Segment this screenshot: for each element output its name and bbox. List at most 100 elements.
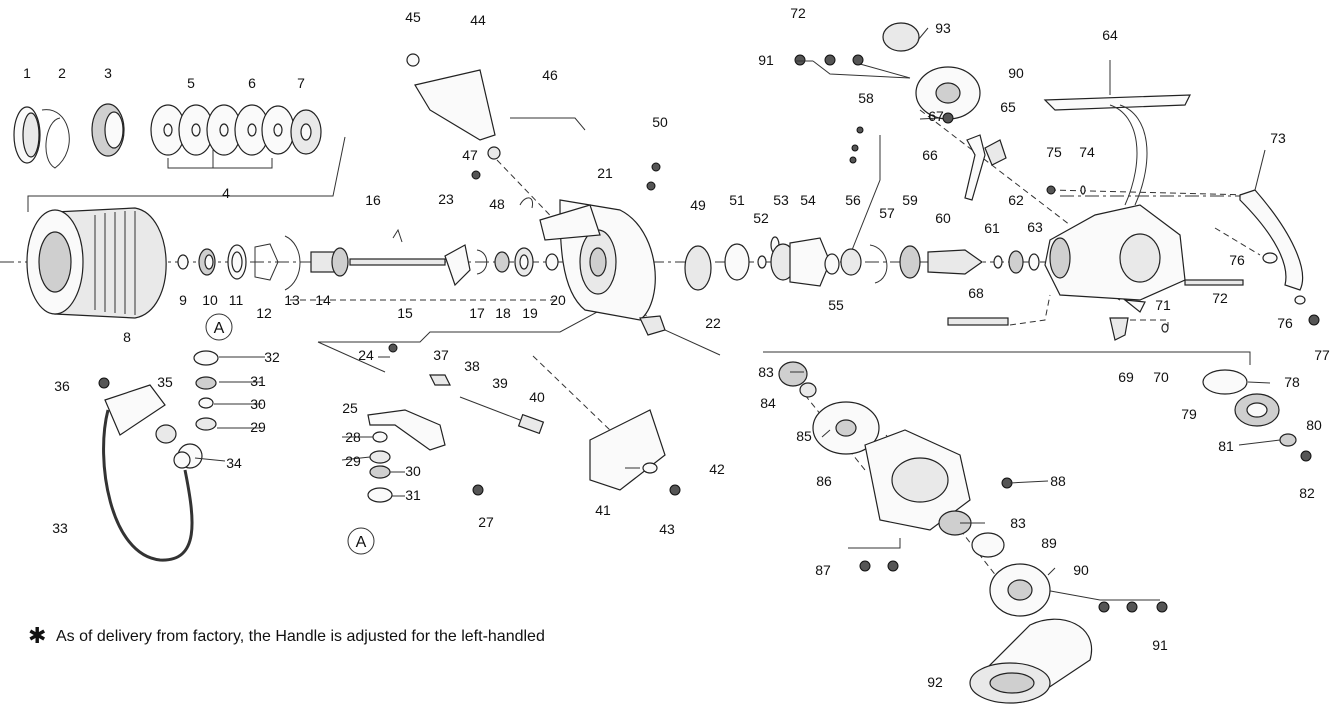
part-label-87: 87 (815, 562, 831, 578)
part-label-48: 48 (489, 196, 505, 212)
footnote-star-icon: ✱ (28, 624, 46, 649)
part-label-59: 59 (902, 192, 918, 208)
part-label-67: 67 (928, 108, 944, 124)
part-label-74: 74 (1079, 144, 1095, 160)
part-label-23: 23 (438, 191, 454, 207)
part-label-57: 57 (879, 205, 895, 221)
part-label-64: 64 (1102, 27, 1118, 43)
part-label-40: 40 (529, 389, 545, 405)
part-label-21: 21 (597, 165, 613, 181)
part-label-75: 75 (1046, 144, 1062, 160)
part-label-88: 88 (1050, 473, 1066, 489)
part-label-17: 17 (469, 305, 485, 321)
part-label-69: 69 (1118, 369, 1134, 385)
part-label-92: 92 (927, 674, 943, 690)
part-label-85: 85 (796, 428, 812, 444)
part-label-43: 43 (659, 521, 675, 537)
part-label-84: 84 (760, 395, 776, 411)
part-label-93: 93 (935, 20, 951, 36)
part-label-83-alt-7: 83 (1010, 515, 1026, 531)
part-label-55: 55 (828, 297, 844, 313)
part-label-9: 9 (179, 292, 187, 308)
part-label-14: 14 (315, 292, 331, 308)
label-leaders (194, 27, 1281, 576)
part-label-79: 79 (1181, 406, 1197, 422)
part-label-25: 25 (342, 400, 358, 416)
callout-markers (205, 313, 375, 555)
part-label-53: 53 (773, 192, 789, 208)
part-label-30: 30 (405, 463, 421, 479)
part-label-18: 18 (495, 305, 511, 321)
part-label-19: 19 (522, 305, 538, 321)
part-label-38: 38 (464, 358, 480, 374)
part-label-50: 50 (652, 114, 668, 130)
part-label-62: 62 (1008, 192, 1024, 208)
part-label-56: 56 (845, 192, 861, 208)
part-label-68: 68 (968, 285, 984, 301)
part-label-82: 82 (1299, 485, 1315, 501)
part-label-32: 32 (264, 349, 280, 365)
part-label-73: 73 (1270, 130, 1286, 146)
part-label-34: 34 (226, 455, 242, 471)
part-label-90: 90 (1073, 562, 1089, 578)
part-label-28: 28 (345, 429, 361, 445)
part-label-41: 41 (595, 502, 611, 518)
part-label-24: 24 (358, 347, 374, 363)
part-label-30-alt-4: 30 (250, 396, 266, 412)
part-label-63: 63 (1027, 219, 1043, 235)
footnote-text: As of delivery from factory, the Handle … (56, 628, 545, 645)
callout-a-bottom: A (356, 534, 367, 551)
part-label-4: 4 (222, 185, 230, 201)
part-label-1: 1 (23, 65, 31, 81)
part-label-36: 36 (54, 378, 70, 394)
part-label-15: 15 (397, 305, 413, 321)
part-label-83: 83 (758, 364, 774, 380)
part-label-35: 35 (157, 374, 173, 390)
part-label-44: 44 (470, 12, 486, 28)
part-label-91-alt-2: 91 (758, 52, 774, 68)
callout-a-top: A (214, 320, 225, 337)
part-label-10: 10 (202, 292, 218, 308)
part-label-90-alt-1: 90 (1008, 65, 1024, 81)
part-label-13: 13 (284, 292, 300, 308)
part-label-66: 66 (922, 147, 938, 163)
part-label-72-alt-0: 72 (790, 5, 806, 21)
part-label-27: 27 (478, 514, 494, 530)
part-label-42: 42 (709, 461, 725, 477)
part-label-72: 72 (1212, 290, 1228, 306)
part-label-33: 33 (52, 520, 68, 536)
part-label-71: 71 (1155, 297, 1171, 313)
part-label-61: 61 (984, 220, 1000, 236)
part-label-60: 60 (935, 210, 951, 226)
part-label-65: 65 (1000, 99, 1016, 115)
part-label-86: 86 (816, 473, 832, 489)
part-label-22: 22 (705, 315, 721, 331)
part-label-46: 46 (542, 67, 558, 83)
part-label-47: 47 (462, 147, 478, 163)
part-label-5: 5 (187, 75, 195, 91)
part-label-80: 80 (1306, 417, 1322, 433)
part-label-39: 39 (492, 375, 508, 391)
part-label-31-alt-5: 31 (250, 373, 266, 389)
part-label-7: 7 (297, 75, 305, 91)
part-label-2: 2 (58, 65, 66, 81)
part-label-51: 51 (729, 192, 745, 208)
part-label-77: 77 (1314, 347, 1330, 363)
part-drawings (13, 22, 1320, 704)
part-label-11: 11 (229, 292, 244, 308)
part-label-54: 54 (800, 192, 816, 208)
part-label-52: 52 (753, 210, 769, 226)
part-label-91: 91 (1152, 637, 1168, 653)
part-label-37: 37 (433, 347, 449, 363)
part-label-29-alt-3: 29 (250, 419, 266, 435)
part-label-20: 20 (550, 292, 566, 308)
part-label-58: 58 (858, 90, 874, 106)
part-label-49: 49 (690, 197, 706, 213)
part-label-70: 70 (1153, 369, 1169, 385)
part-label-8: 8 (123, 329, 131, 345)
part-label-12: 12 (256, 305, 272, 321)
part-label-76: 76 (1229, 252, 1245, 268)
part-label-81: 81 (1218, 438, 1234, 454)
